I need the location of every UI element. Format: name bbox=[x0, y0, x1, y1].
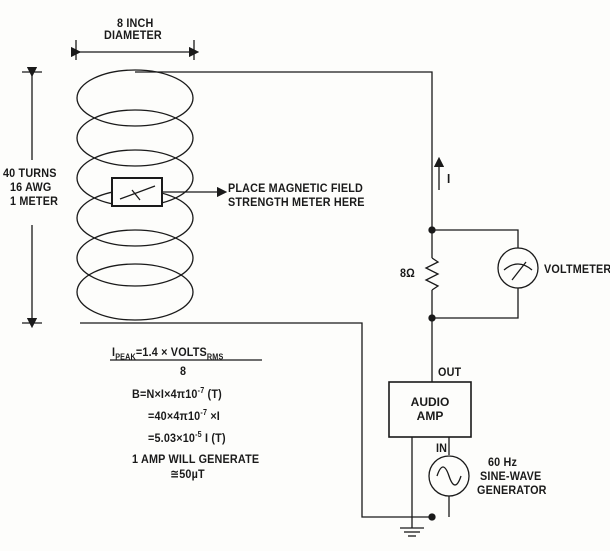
ground-icon bbox=[400, 517, 424, 537]
junction-dot bbox=[428, 314, 436, 322]
voltmeter-label: VOLTMETER bbox=[544, 262, 610, 276]
sine-wave-generator-icon bbox=[411, 437, 470, 517]
amp-out-label: OUT bbox=[438, 365, 462, 379]
coil-winding bbox=[76, 69, 194, 321]
resistor-label: 8Ω bbox=[400, 266, 416, 280]
amp-name-line1: AUDIO bbox=[410, 395, 450, 409]
equation-step3: =5.03×10-5 I (T) bbox=[148, 430, 226, 445]
diameter-label-line2: DIAMETER bbox=[104, 28, 162, 42]
equation-step2: =40×4π10-7 ×I bbox=[148, 408, 220, 423]
coil-spec-turns: 40 TURNS bbox=[3, 166, 57, 180]
junction-dot bbox=[428, 513, 436, 521]
generator-label-line3: GENERATOR bbox=[477, 483, 547, 497]
diameter-label-line1: 8 INCH bbox=[117, 16, 154, 30]
coil-leads bbox=[80, 71, 433, 518]
generator-label-line1: 60 Hz bbox=[488, 455, 518, 469]
amp-name-line2: AMP bbox=[416, 409, 444, 423]
current-label: I bbox=[447, 171, 451, 186]
coil-spec-length: 1 METER bbox=[10, 194, 59, 208]
meter-note-line2: STRENGTH METER HERE bbox=[228, 195, 365, 209]
equation-result-line1: 1 AMP WILL GENERATE bbox=[132, 452, 260, 466]
voltmeter-branch bbox=[432, 229, 519, 319]
equation-result-line2: ≅50µT bbox=[170, 467, 205, 481]
equation-b: B=N×I×4π10-7 (T) bbox=[132, 386, 222, 401]
field-strength-meter bbox=[111, 177, 228, 207]
resistor-8-ohm bbox=[424, 230, 440, 375]
junction-dot bbox=[428, 226, 436, 234]
equation-denominator: 8 bbox=[180, 364, 187, 378]
equation-ipeak: IPEAK=1.4 × VOLTSRMS bbox=[112, 345, 224, 362]
amp-name: AUDIO AMP bbox=[389, 395, 471, 423]
audio-amp-box bbox=[388, 381, 472, 438]
amp-in-label: IN bbox=[436, 441, 448, 455]
generator-label-line2: SINE-WAVE bbox=[480, 469, 542, 483]
meter-note-line1: PLACE MAGNETIC FIELD bbox=[228, 181, 363, 195]
height-dimension bbox=[22, 66, 42, 329]
voltmeter-icon bbox=[497, 247, 539, 289]
diameter-dimension bbox=[70, 40, 200, 60]
coil-spec-awg: 16 AWG bbox=[10, 180, 52, 194]
